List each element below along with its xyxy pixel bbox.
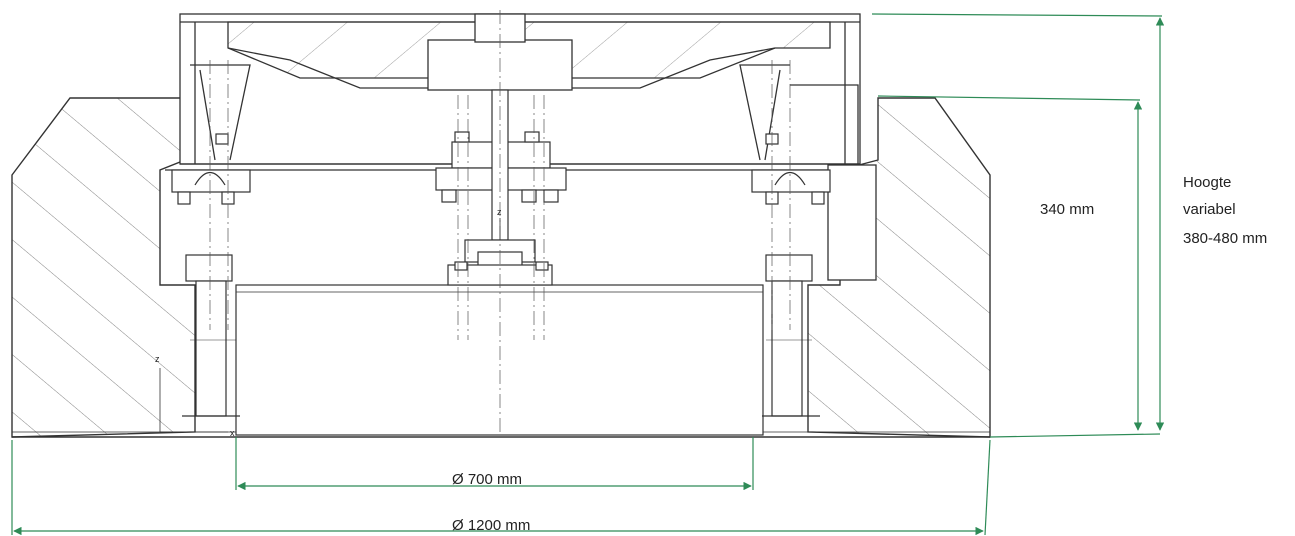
left-support-foot bbox=[171, 133, 251, 417]
dimension-lines bbox=[11, 13, 1165, 536]
axis-z-label: z bbox=[155, 354, 160, 364]
diameter-inner-label: Ø 700 mm bbox=[452, 471, 522, 488]
diameter-outer-label: Ø 1200 mm bbox=[452, 517, 530, 534]
height-fixed-label: 340 mm bbox=[1040, 201, 1094, 218]
height-variable-label-2: variabel bbox=[1183, 201, 1236, 218]
load-frame bbox=[165, 13, 877, 281]
height-variable-label-1: Hoogte bbox=[1183, 174, 1231, 191]
height-variable-label-3: 380-480 mm bbox=[1183, 230, 1267, 247]
axis-x-label: x bbox=[230, 428, 235, 438]
axis-indicator-left bbox=[159, 368, 228, 433]
right-support-foot bbox=[751, 133, 831, 417]
axis-z-center-label: z bbox=[497, 207, 502, 217]
